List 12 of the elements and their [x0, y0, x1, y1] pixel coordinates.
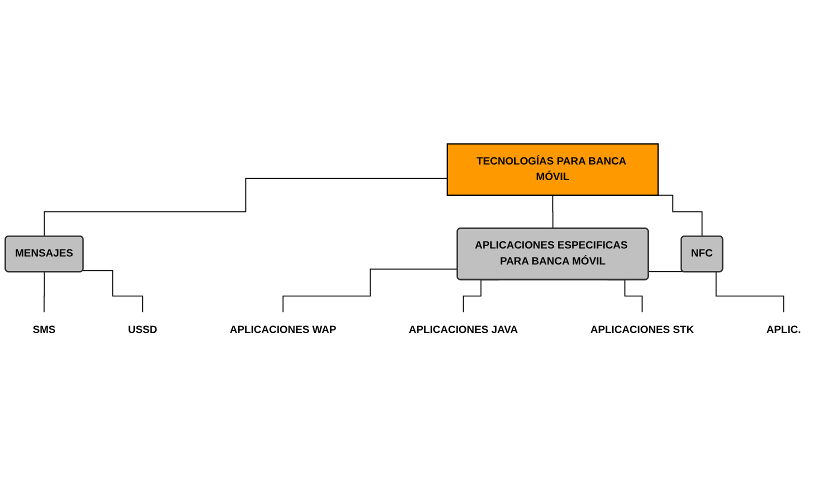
node-text: APLICACIONES STK — [590, 324, 694, 336]
node-text: USSD — [128, 324, 158, 336]
connector — [282, 268, 458, 314]
node-text: SMS — [32, 324, 56, 336]
node-text: APLIC. — [766, 324, 801, 336]
node-text: APLICACIONES JAVA — [408, 324, 518, 336]
connector — [82, 270, 144, 314]
node-text: APLICACIONES WAP — [230, 324, 336, 336]
connector — [552, 194, 554, 230]
node-box: TECNOLOGÍAS PARA BANCA MÓVIL — [446, 143, 659, 196]
connector — [44, 272, 45, 314]
connector — [44, 178, 448, 237]
